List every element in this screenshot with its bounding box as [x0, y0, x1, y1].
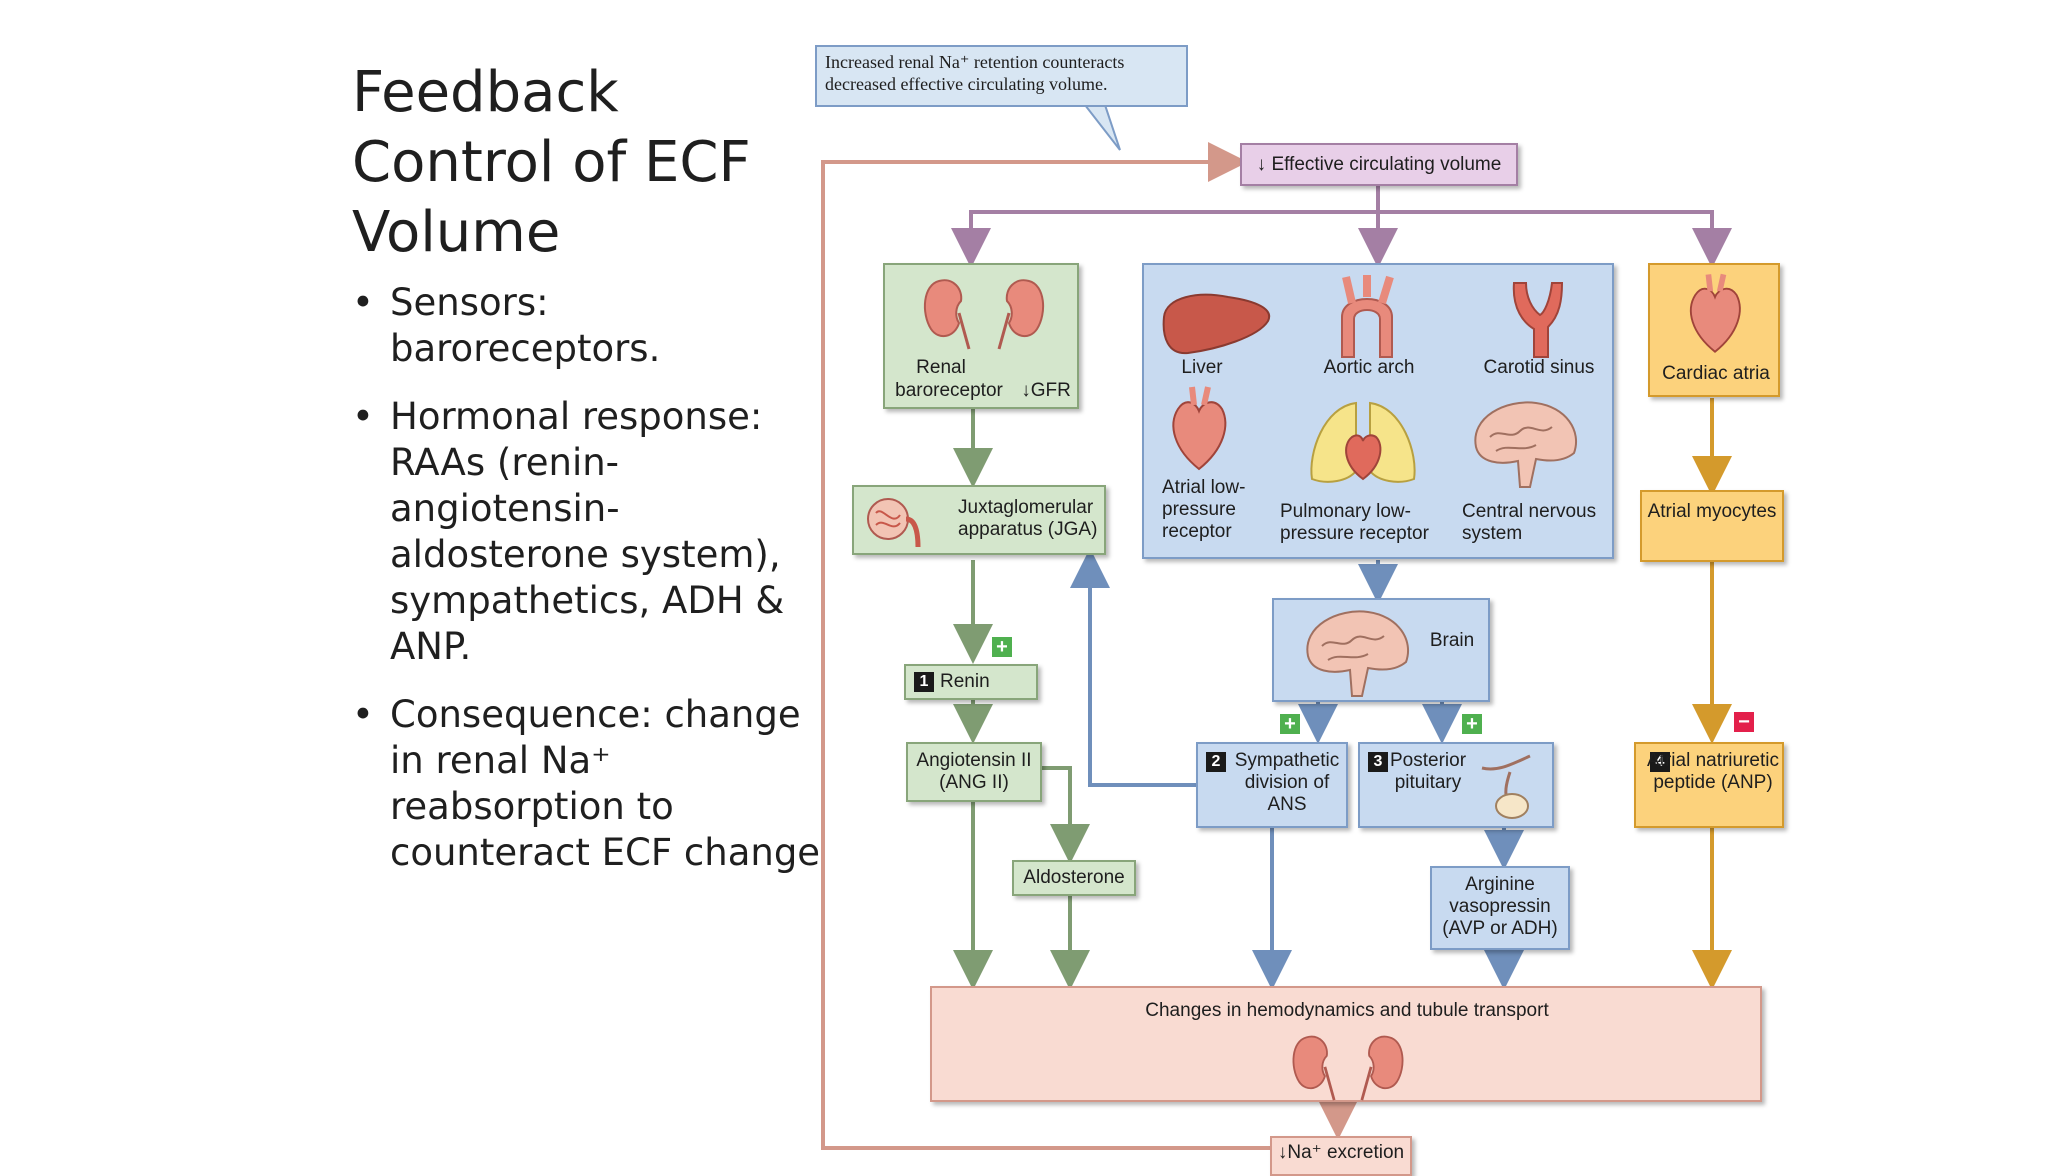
kidneys-icon: [1292, 1035, 1404, 1101]
aortic-arch-icon: [1341, 275, 1394, 358]
carotid-sinus-label: Carotid sinus: [1483, 357, 1595, 378]
pituitary-icon: [1481, 754, 1531, 819]
brain-icon: [1306, 610, 1409, 697]
step-number: 2: [1206, 752, 1226, 772]
cardiac-atria-box: Cardiac atria: [1648, 263, 1780, 397]
liver-icon: [1162, 293, 1271, 355]
callout-pointer: [1084, 104, 1121, 151]
anp-label: Atrial natriuretic peptide (ANP): [1647, 750, 1779, 793]
cns-label: Central nervous system: [1462, 501, 1597, 544]
plus-sign-pituitary: +: [1462, 714, 1482, 734]
posterior-pituitary-box: 3 Posterior pituitary: [1358, 742, 1554, 828]
sensors-panel: Liver Aortic arch Carotid sinus Atrial l…: [1142, 263, 1614, 559]
sympathetic-box: 2 Sympathetic division of ANS: [1196, 742, 1348, 828]
step-number: 1: [914, 672, 934, 692]
hemodynamics-label: Changes in hemodynamics and tubule trans…: [1145, 1000, 1549, 1021]
plus-sign-sympathetic: +: [1280, 714, 1300, 734]
step-number: 4: [1650, 752, 1670, 772]
renin-label: Renin: [940, 671, 990, 692]
renal-baroreceptor-box: Renal baroreceptor ↓GFR: [883, 263, 1079, 409]
lungs-icon: [1310, 401, 1416, 483]
atrial-low-pressure-label: Atrial low-pressure receptor: [1162, 477, 1246, 542]
atrial-myocytes-box: Atrial myocytes: [1640, 490, 1784, 562]
step-number: 3: [1368, 752, 1388, 772]
minus-sign-anp: −: [1734, 712, 1754, 732]
brain-label: Brain: [1429, 630, 1475, 651]
aldosterone-box: Aldosterone: [1012, 860, 1136, 896]
slide-title: Feedback Control of ECF Volume: [352, 58, 792, 268]
hemodynamics-box: Changes in hemodynamics and tubule trans…: [930, 986, 1762, 1102]
plus-sign-renin: +: [992, 637, 1012, 657]
gfr-label: ↓GFR: [1021, 380, 1071, 401]
aortic-arch-label: Aortic arch: [1323, 357, 1415, 378]
anp-box: 4 Atrial natriuretic peptide (ANP): [1634, 742, 1784, 828]
avp-box: Arginine vasopressin (AVP or ADH): [1430, 866, 1570, 950]
angiotensin-ii-box: Angiotensin II (ANG II): [906, 742, 1042, 802]
brain-icon: [1474, 401, 1577, 488]
bullet-list: Sensors: baroreceptors. Hormonal respons…: [352, 280, 822, 898]
kidneys-icon: [923, 279, 1045, 350]
bullet-item: Consequence: change in renal Na⁺ reabsor…: [352, 692, 822, 876]
brain-box: Brain: [1272, 598, 1490, 702]
renal-label: Renal: [916, 357, 966, 378]
title-line-1: Feedback: [352, 60, 619, 125]
jga-label: Juxtaglomerular apparatus (JGA): [958, 497, 1098, 540]
title-line-2: Control of ECF: [352, 130, 751, 195]
bullet-item: Sensors: baroreceptors.: [352, 280, 822, 372]
pulmonary-low-pressure-label: Pulmonary low-pressure receptor: [1280, 501, 1429, 544]
liver-label: Liver: [1181, 357, 1223, 378]
diagram-connectors: [821, 104, 1732, 1150]
sympathetic-label: Sympathetic division of ANS: [1234, 750, 1340, 815]
glomerulus-icon: [867, 498, 921, 548]
baroreceptor-label: baroreceptor: [895, 380, 1003, 401]
bullet-item: Hormonal response: RAAs (renin-angiotens…: [352, 394, 822, 670]
posterior-pituitary-label: Posterior pituitary: [1390, 750, 1467, 793]
effective-circulating-volume-box: ↓ Effective circulating volume: [1240, 143, 1518, 186]
heart-icon: [1689, 273, 1741, 353]
carotid-sinus-icon: [1512, 282, 1564, 358]
title-line-3: Volume: [352, 200, 561, 265]
renin-box: 1 Renin: [904, 664, 1038, 700]
cardiac-atria-label: Cardiac atria: [1662, 363, 1770, 384]
jga-box: Juxtaglomerular apparatus (JGA): [852, 485, 1106, 555]
na-excretion-box: ↓Na⁺ excretion: [1270, 1136, 1412, 1176]
heart-icon: [1172, 386, 1227, 471]
retention-callout: Increased renal Na⁺ retention counteract…: [815, 45, 1188, 107]
